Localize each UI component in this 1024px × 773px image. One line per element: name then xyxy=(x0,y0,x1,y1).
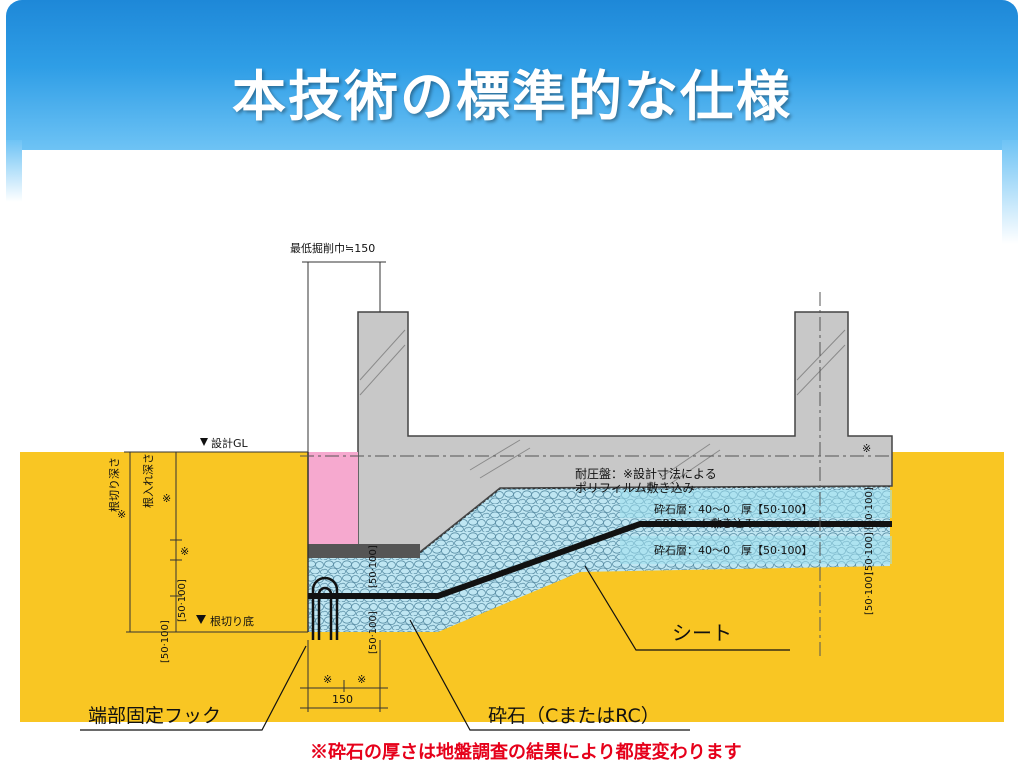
excavation-depth-range: [50·100] xyxy=(160,620,171,663)
end-hook-label: 端部固定フック xyxy=(88,705,221,727)
right-mark: ※ xyxy=(862,442,871,455)
excavation-depth-label: 根切り深さ xyxy=(107,457,121,512)
end-hook xyxy=(311,576,339,640)
right-range-1: [50·100] xyxy=(864,487,875,530)
gl-marker-icon xyxy=(200,438,208,446)
right-range-3: [50·100] xyxy=(864,572,875,615)
min-excavation-label: 最低掘削巾≒150 xyxy=(290,241,375,255)
pressure-plate-label: 耐圧盤：※設計寸法による xyxy=(575,466,717,481)
hook-range-upper: [50·100] xyxy=(368,545,379,588)
right-range-2: [50·100] xyxy=(864,532,875,575)
excavation-bottom-label: 根切り底 xyxy=(210,614,254,628)
bottom-marker-icon xyxy=(196,615,206,624)
end-hook-leader xyxy=(80,645,307,731)
concrete-hatch xyxy=(359,329,846,485)
gravel-layer-band-lower xyxy=(620,536,892,564)
left-dimensions xyxy=(124,451,196,632)
bottom-dimensions xyxy=(300,640,388,712)
bottom-mark-1: ※ xyxy=(323,673,332,686)
banner-side-right xyxy=(1002,140,1018,244)
grr-sheet xyxy=(308,521,892,599)
gravel-layer-band-upper xyxy=(620,490,892,518)
pink-block xyxy=(308,452,358,544)
sheet-label: シート xyxy=(672,621,732,645)
hook-range-lower: [50·100] xyxy=(368,611,379,654)
edge-slab xyxy=(308,544,420,558)
bottom-mark-2: ※ xyxy=(357,673,366,686)
dim-150-label: 150 xyxy=(332,693,353,706)
embed-depth-mark: ※ xyxy=(162,492,171,505)
grr-sheet-label: GRRシート敷き込み xyxy=(654,516,755,530)
polyfilm-label: ポリフィルム敷き込み xyxy=(575,480,695,495)
embed-depth-range: [50·100] xyxy=(177,579,188,622)
embed-depth-mark-2: ※ xyxy=(180,545,189,558)
excavation-depth-mark: ※ xyxy=(117,508,126,521)
gravel-layer-upper-label: 砕石層：40～0 厚【50·100】 xyxy=(654,502,812,516)
min-width-dimension xyxy=(302,261,386,452)
design-gl-label: 設計GL xyxy=(211,436,249,450)
footnote: ※砕石の厚さは地盤調査の結果により都度変わります xyxy=(310,741,742,763)
title-banner xyxy=(6,0,1018,150)
crushed-stone-leader xyxy=(409,619,690,731)
gravel-layer-lower-label: 砕石層：40～0 厚【50·100】 xyxy=(654,543,812,557)
banner-side-left xyxy=(6,140,22,202)
page-title: 本技術の標準的な仕様 xyxy=(232,64,792,128)
embed-depth-label: 根入れ深さ xyxy=(141,453,155,508)
crushed-stone-label: 砕石（CまたはRC） xyxy=(488,705,660,727)
sheet-leader xyxy=(584,565,790,651)
